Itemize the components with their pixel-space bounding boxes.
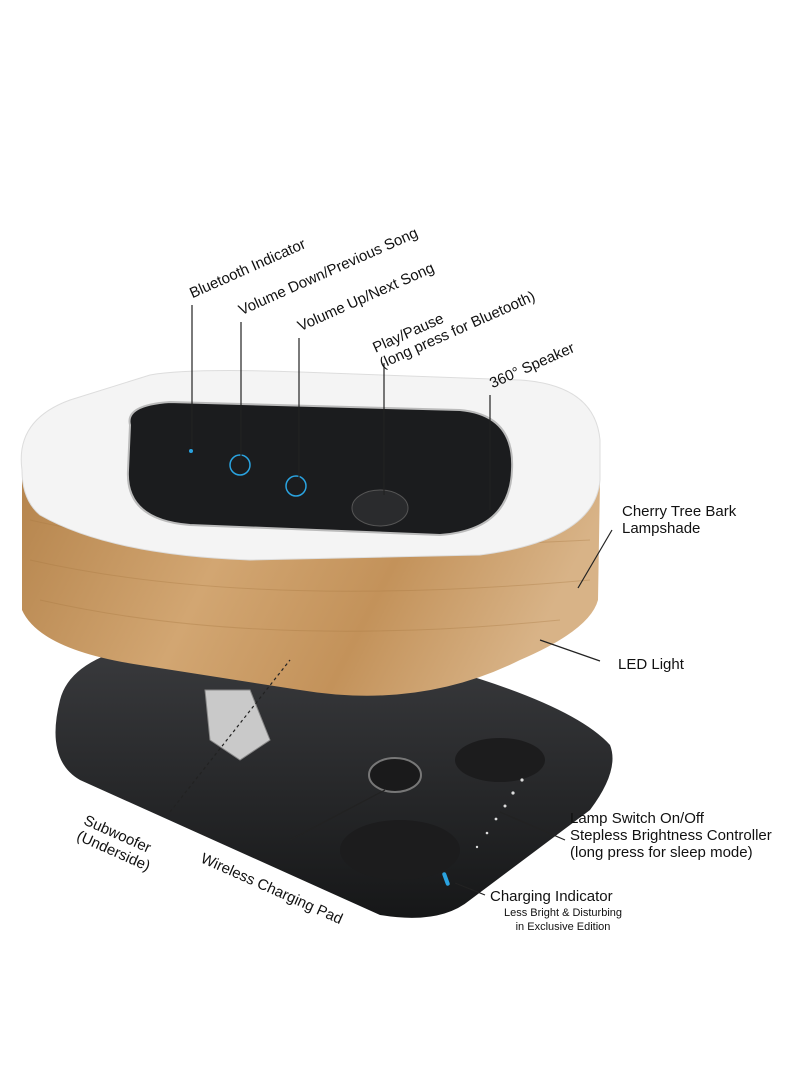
control-panel [126, 400, 514, 537]
lamp-switch-line-3: (long press for sleep mode) [570, 844, 753, 861]
charging-indicator-light [442, 872, 450, 886]
label-lampshade: Cherry Tree Bark Lampshade [622, 503, 736, 537]
volume-up-button [285, 475, 307, 497]
play-pause-button [351, 489, 409, 527]
brightness-dots [475, 778, 524, 849]
lampshade-line-2: Lampshade [622, 520, 701, 537]
bluetooth-indicator-light [189, 449, 193, 453]
label-led-light: LED Light [618, 656, 684, 673]
lamp-switch-line-1: Lamp Switch On/Off [570, 810, 704, 827]
label-charging-indicator: Charging Indicator [490, 888, 613, 905]
charging-note-line-1: Less Bright & Disturbing [504, 907, 622, 919]
charging-coil [368, 757, 422, 793]
lamp-switch-line-2: Stepless Brightness Controller [570, 827, 772, 844]
volume-down-button [229, 454, 251, 476]
label-charging-note: Less Bright & Disturbing in Exclusive Ed… [496, 906, 630, 934]
label-lamp-switch: Lamp Switch On/Off Stepless Brightness C… [570, 810, 772, 861]
charging-base [55, 640, 613, 918]
charging-note-line-2: in Exclusive Edition [515, 921, 611, 933]
lampshade-line-1: Cherry Tree Bark [622, 503, 737, 520]
